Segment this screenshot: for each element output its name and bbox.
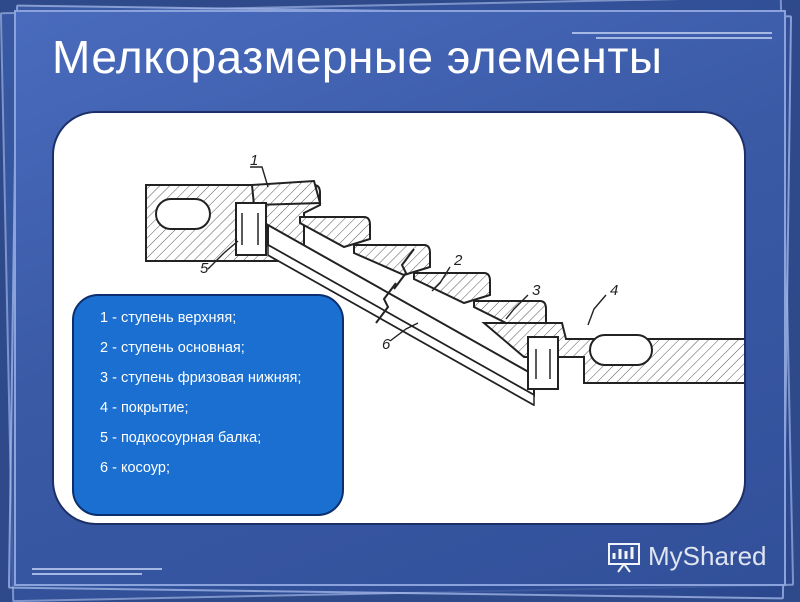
- decorative-line: [596, 37, 772, 39]
- support-beam-bottom: [527, 336, 559, 390]
- support-beam-top: [235, 202, 267, 256]
- legend-item-1: 1 - ступень верхняя;: [100, 310, 237, 326]
- legend-box: 1 - ступень верхняя; 2 - ступень основна…: [72, 294, 344, 516]
- staircase-diagram: 1 2 3 4 5 6: [145, 152, 744, 407]
- callout-1: 1: [250, 152, 258, 169]
- slide-title: Мелкоразмерные элементы: [52, 31, 663, 83]
- slab-void: [155, 198, 211, 230]
- slab-void: [589, 334, 653, 366]
- legend-item-2: 2 - ступень основная;: [100, 340, 245, 356]
- decorative-line: [32, 573, 142, 575]
- callout-3: 3: [532, 282, 541, 299]
- decorative-line: [572, 32, 772, 34]
- legend-item-5: 5 - подкосоурная балка;: [100, 430, 262, 446]
- decorative-line: [32, 568, 162, 570]
- brand-logo: MyShared: [606, 536, 767, 576]
- presentation-board-icon: [608, 543, 640, 573]
- break-symbol: [375, 248, 415, 324]
- legend-item-3: 3 - ступень фризовая нижняя;: [100, 370, 302, 386]
- callout-4: 4: [610, 282, 618, 299]
- callout-5: 5: [200, 260, 209, 277]
- legend-item-6: 6 - косоур;: [100, 460, 171, 476]
- callout-6: 6: [382, 336, 391, 353]
- leader-lines: [207, 166, 607, 342]
- legend-item-4: 4 - покрытие;: [100, 400, 189, 416]
- stringer: [267, 223, 535, 407]
- brand-name: MyShared: [648, 540, 767, 571]
- callout-2: 2: [453, 252, 463, 269]
